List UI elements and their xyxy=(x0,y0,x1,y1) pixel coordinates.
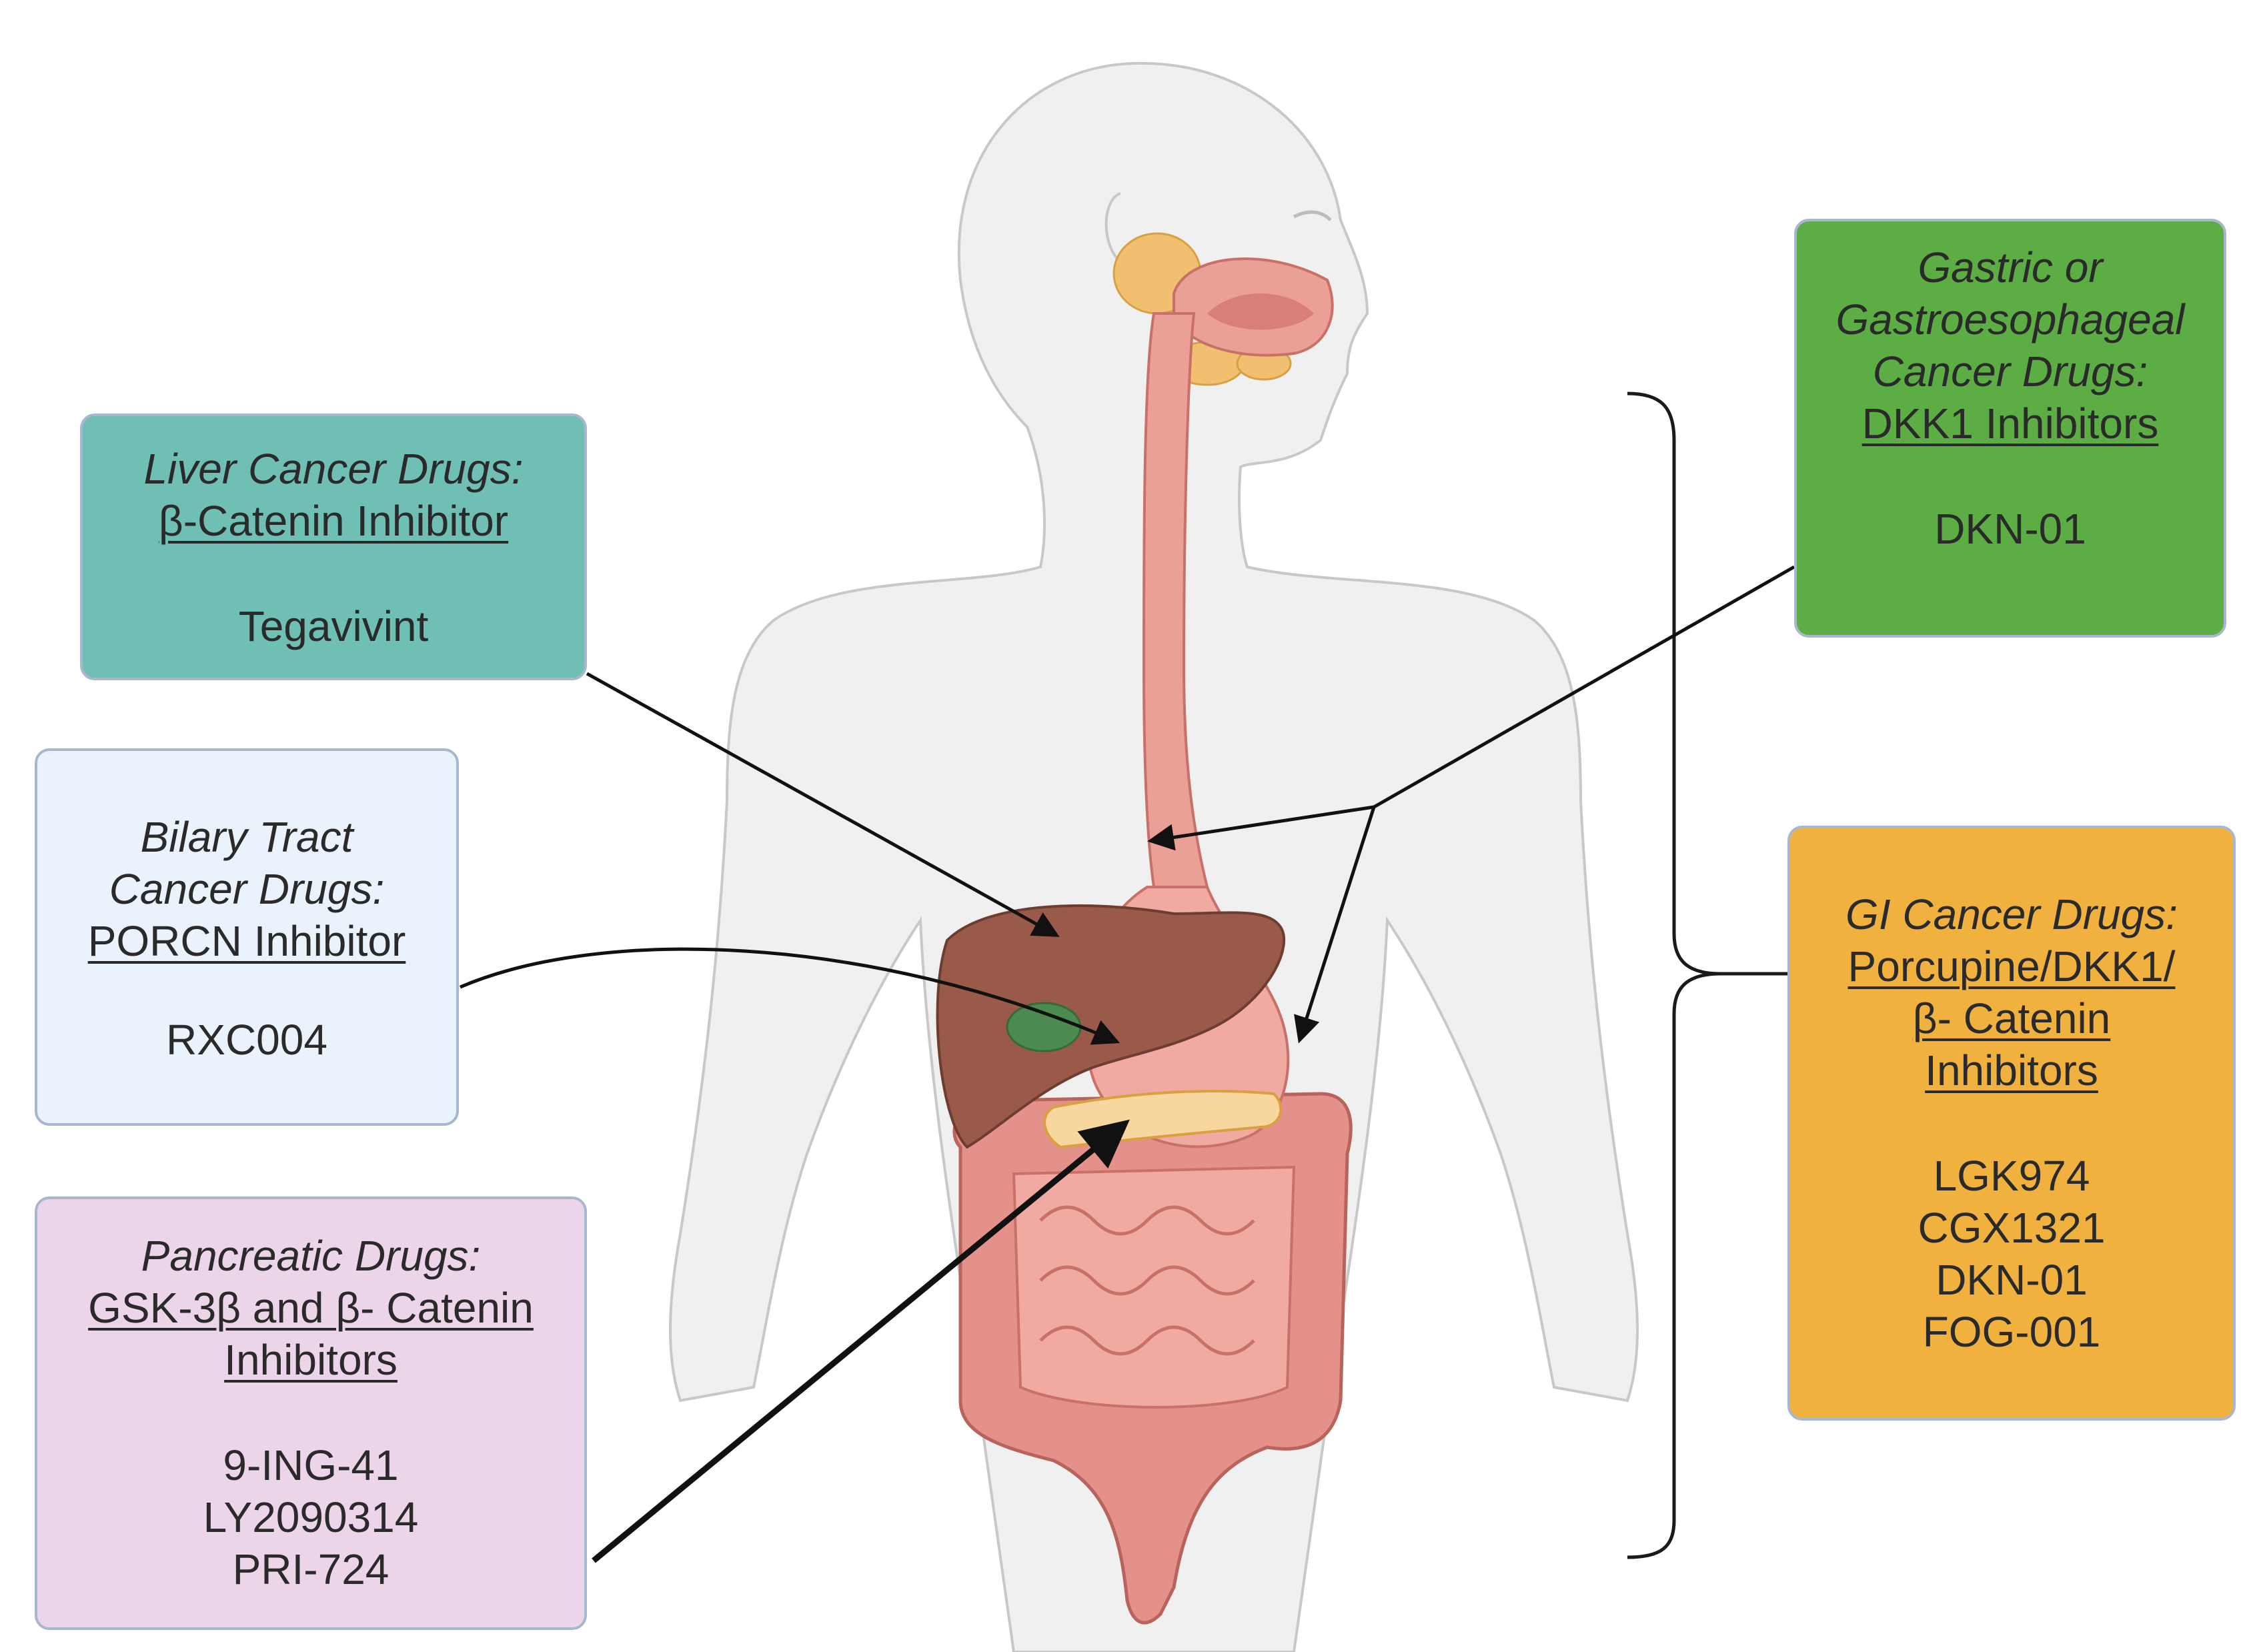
liver-cancer-box: Liver Cancer Drugs: β-Catenin Inhibitor … xyxy=(80,414,587,680)
gi-cancer-box: GI Cancer Drugs: Porcupine/DKK1/ β- Cate… xyxy=(1787,826,2236,1421)
biliary-box-subtitle: PORCN Inhibitor xyxy=(87,917,406,965)
gastric-arrow-main xyxy=(1373,565,1795,809)
gi-box-drugs: LGK974 CGX1321 DKN-01 FOG-001 xyxy=(1918,1152,2106,1356)
pancreatic-box-title: Pancreatic Drugs: xyxy=(141,1232,481,1280)
gastric-box-drugs: DKN-01 xyxy=(1934,505,2086,553)
liver-box-title: Liver Cancer Drugs: xyxy=(143,445,524,493)
liver-box-drugs: Tegavivint xyxy=(238,602,429,650)
gallbladder xyxy=(1006,1002,1082,1052)
liver-box-subtitle: β-Catenin Inhibitor xyxy=(158,497,509,545)
large-intestine xyxy=(952,1092,1353,1625)
biliary-box-drugs: RXC004 xyxy=(166,1016,327,1064)
biliary-tract-box: Bilary Tract Cancer Drugs: PORCN Inhibit… xyxy=(35,748,459,1126)
gi-box-subtitle: Porcupine/DKK1/ β- Catenin Inhibitors xyxy=(1847,942,2176,1094)
bracket xyxy=(1627,391,1721,1559)
biliary-box-title: Bilary Tract Cancer Drugs: xyxy=(109,813,385,913)
gastric-arrow-esophagus xyxy=(1147,805,1375,851)
pancreatic-arrow xyxy=(592,1119,1130,1563)
gi-box-title: GI Cancer Drugs: xyxy=(1845,890,2178,938)
pancreatic-box-subtitle: GSK-3β and β- Catenin Inhibitors xyxy=(88,1284,534,1384)
eye xyxy=(1293,210,1332,221)
arrows xyxy=(460,565,1795,1563)
pancreatic-box: Pancreatic Drugs: GSK-3β and β- Catenin … xyxy=(35,1196,587,1630)
liver-arrow xyxy=(586,672,1060,937)
gastric-arrow-stomach xyxy=(1294,806,1376,1044)
biliary-arrow xyxy=(460,947,1120,1045)
gastric-box-subtitle: DKK1 Inhibitors xyxy=(1861,399,2159,448)
pancreatic-box-drugs: 9-ING-41 LY2090314 PRI-724 xyxy=(203,1441,419,1593)
gastric-box-title: Gastric or Gastroesophageal Cancer Drugs… xyxy=(1835,243,2185,395)
gastric-box: Gastric or Gastroesophageal Cancer Drugs… xyxy=(1794,219,2226,638)
